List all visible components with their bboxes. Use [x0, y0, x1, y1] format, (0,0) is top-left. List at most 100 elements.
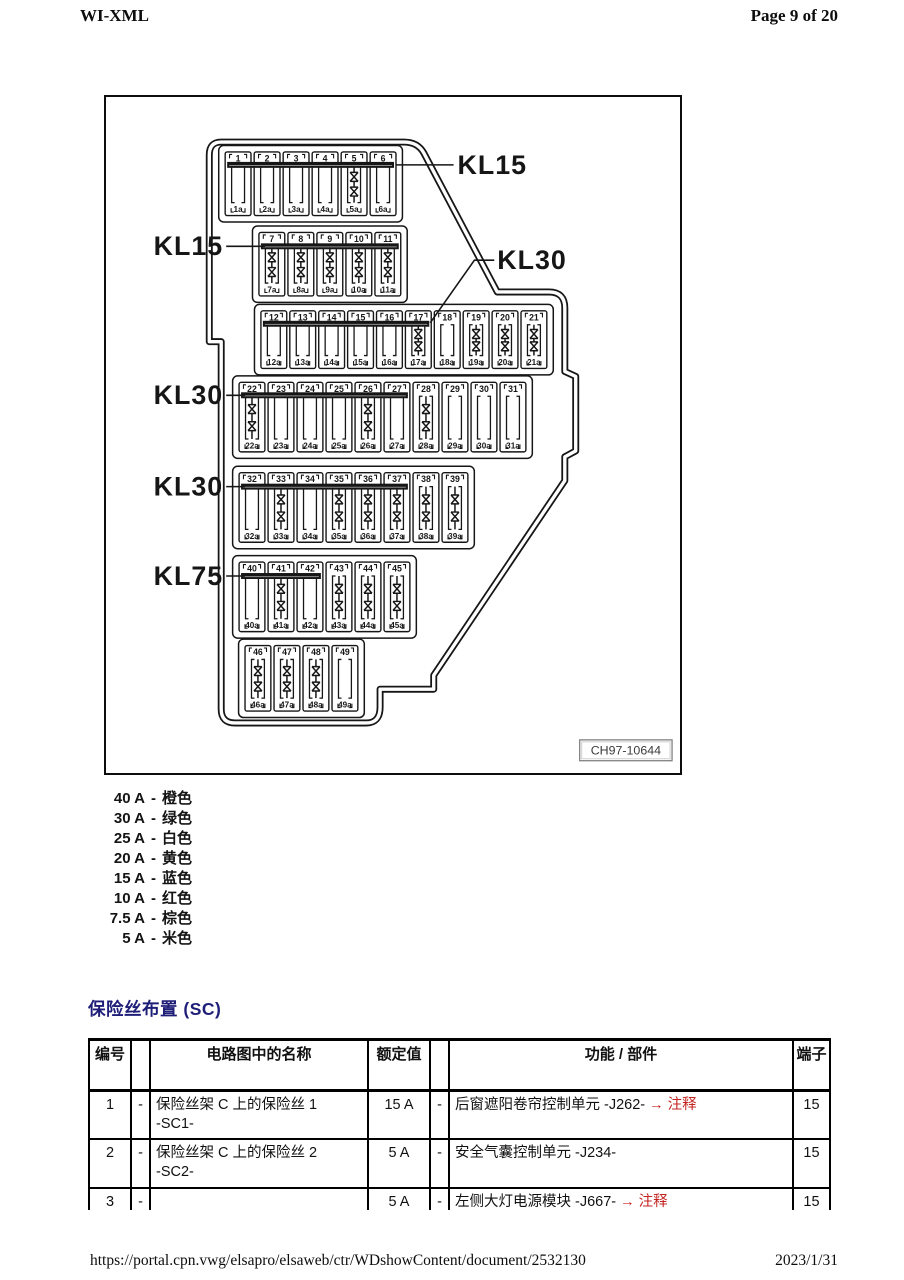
cell-circuit-name [149, 1186, 369, 1210]
fuse-number: 10 [354, 234, 364, 244]
legend-color-name: 黄色 [162, 850, 193, 867]
cell-dash: - [130, 1089, 151, 1141]
fuse-number: 46 [253, 647, 263, 657]
fuse-sub-label: 41a [274, 621, 288, 630]
fuse-number: 31 [508, 384, 518, 394]
col-header-7: 端子 [792, 1038, 831, 1092]
legend-separator: - [151, 850, 156, 867]
legend-amperage: 25 A [113, 830, 145, 847]
fuse-31: 31 31a [499, 381, 527, 453]
fuse-number: 16 [385, 312, 395, 322]
fuse-sub-label: 16a [383, 358, 397, 367]
fuse-sub-label: 31a [506, 441, 520, 450]
cell-circuit-name: 保险丝架 C 上的保险丝 2 -SC2- [149, 1138, 369, 1189]
legend-color-name: 米色 [162, 930, 193, 947]
fuse-3: 33a [282, 151, 310, 217]
legend-color-name: 绿色 [162, 810, 193, 827]
fuse-number: 11 [383, 234, 392, 244]
fuse-number: 19 [471, 312, 481, 322]
cell-dash: - [429, 1138, 450, 1189]
cell-number: 2 [88, 1138, 132, 1189]
fuse-number: 15 [356, 312, 366, 322]
fuse-sub-label: 40a [245, 621, 259, 630]
fuse-sub-label: 25a [332, 441, 346, 450]
fuse-number: 47 [282, 647, 292, 657]
legend-item: 10 A-红色 [93, 889, 192, 909]
fuse-number: 18 [442, 312, 452, 322]
note-reference-link[interactable]: → 注释 [649, 1097, 697, 1113]
fuse-5: 55a [340, 151, 368, 217]
fuse-sub-label: 46a [251, 701, 265, 710]
col-header-1: 编号 [88, 1038, 132, 1092]
fuse-number: 38 [421, 474, 431, 484]
legend-amperage: 7.5 A [109, 910, 145, 927]
legend-item: 20 A-黄色 [93, 849, 192, 869]
fuse-sub-label: 33a [274, 532, 288, 541]
fuse-sub-label: 45a [390, 621, 404, 630]
legend-separator: - [151, 930, 156, 947]
fuse-number: 43 [334, 564, 344, 574]
note-reference-link[interactable]: → 注释 [620, 1193, 668, 1210]
fuse-sub-label: 14a [325, 358, 339, 367]
legend-color-name: 蓝色 [162, 870, 193, 887]
col-header-5 [429, 1038, 450, 1092]
fuse-panel-outline [205, 138, 580, 727]
fuse-number: 28 [421, 384, 431, 394]
cell-dash: - [429, 1089, 450, 1141]
fuse-4: 44a [311, 151, 339, 217]
fuse-number: 35 [334, 474, 344, 484]
fuse-15: 15 15a [346, 310, 375, 370]
fuse-45: 45 45a [383, 561, 411, 633]
fuse-sub-label: 9a [325, 285, 335, 294]
cell-function: 后窗遮阳卷帘控制单元 -J262- → 注释 [448, 1089, 794, 1141]
cell-dash: - [429, 1186, 450, 1210]
fuse-sub-label: 34a [303, 532, 317, 541]
fuse-number: 7 [269, 234, 274, 244]
fuse-7: 77a [258, 231, 286, 297]
fuse-sub-label: 12a [267, 358, 281, 367]
svg-text:KL30: KL30 [497, 245, 566, 275]
cell-number: 3 [88, 1186, 132, 1210]
fuse-sub-label: 22a [245, 441, 259, 450]
fuse-9: 99a [316, 231, 344, 297]
fuse-number: 45 [392, 564, 402, 574]
legend-amperage: 5 A [122, 930, 145, 947]
legend-separator: - [151, 810, 156, 827]
bus-bar-kl75 [241, 573, 321, 579]
fuse-number: 26 [363, 384, 373, 394]
fuse-1: 11a [224, 151, 252, 217]
fuse-row-4: 2222a2323a2424a2525a2626a2727a2828a2929a… [154, 375, 534, 460]
fuse-sub-label: 26a [361, 441, 375, 450]
fuse-number: 17 [413, 312, 423, 322]
fuse-number: 49 [340, 647, 350, 657]
fuse-number: 30 [479, 384, 489, 394]
fuse-sub-label: 15a [354, 358, 368, 367]
document-header: WI-XML Page 9 of 20 [80, 6, 838, 26]
cell-dash: - [130, 1138, 151, 1189]
fuse-number: 25 [334, 384, 344, 394]
fuse-sub-label: 6a [379, 205, 389, 214]
fuse-sub-label: 49a [338, 701, 352, 710]
fuse-sub-label: 8a [296, 285, 306, 294]
fuse-46: 46 46a [244, 644, 272, 712]
col-header-3: 电路图中的名称 [149, 1038, 369, 1092]
page-indicator: Page 9 of 20 [750, 6, 838, 25]
fuse-table-row-2: 2-保险丝架 C 上的保险丝 2 -SC2-5 A-安全气囊控制单元 -J234… [88, 1138, 831, 1189]
